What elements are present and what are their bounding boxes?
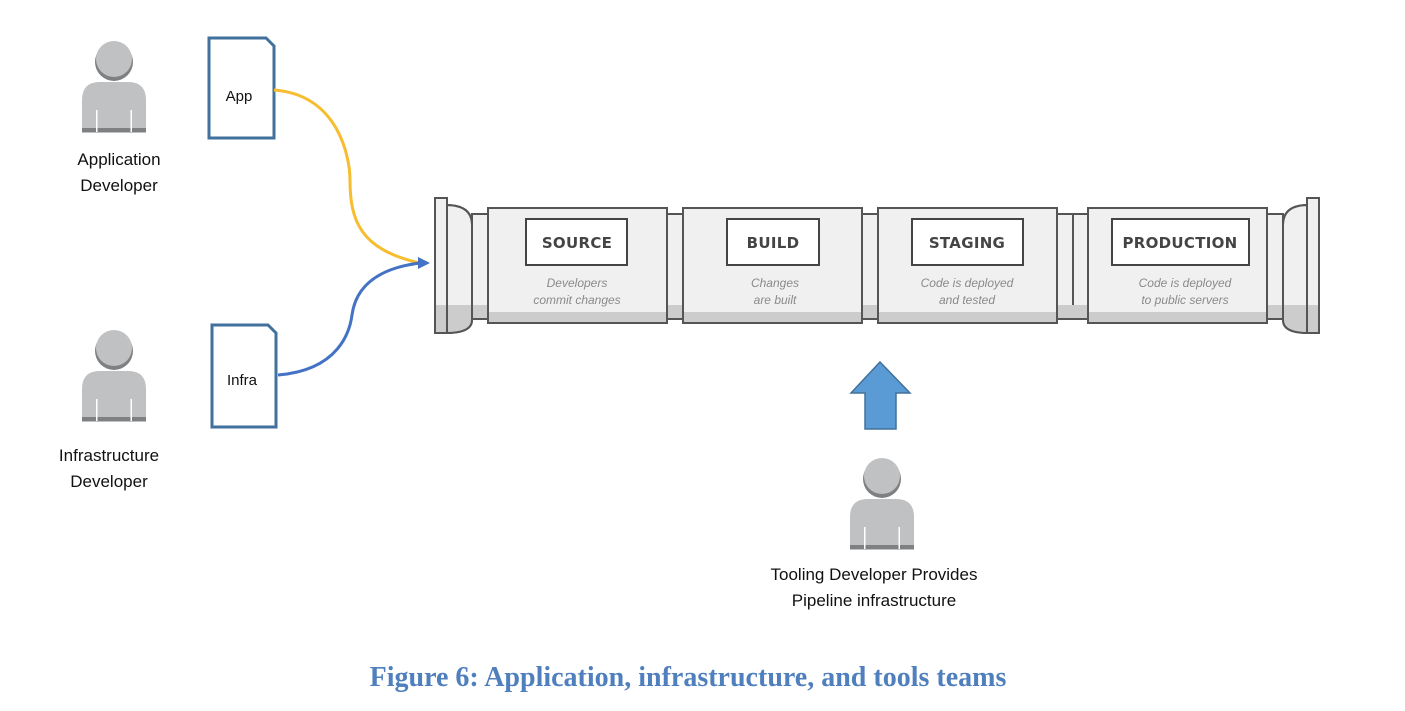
person-icon — [850, 458, 914, 550]
application-developer-label-line1: Application — [77, 150, 160, 169]
infrastructure-developer-label-line2: Developer — [70, 472, 148, 491]
figure-caption: Figure 6: Application, infrastructure, a… — [370, 662, 1007, 693]
stage-staging: STAGING Code is deployed and tested — [877, 207, 1058, 324]
stage-title-box — [525, 218, 628, 266]
pipeline: SOURCE Developers commit changes BUILD C… — [434, 197, 1320, 335]
stage-title-box — [726, 218, 820, 266]
tooling-developer-label-line1: Tooling Developer Provides — [771, 565, 978, 584]
stage-description-line1: Changes — [751, 276, 799, 290]
app-document-label: App — [226, 88, 253, 105]
app-document: App — [207, 36, 276, 140]
application-developer-label-line2: Developer — [80, 176, 158, 195]
stage-description-line1: Developers — [547, 276, 608, 290]
document-icon — [210, 323, 278, 429]
infra-document-label: Infra — [227, 372, 258, 389]
connector-arrowhead-icon — [418, 257, 430, 269]
person-icon — [82, 41, 146, 133]
app-connector — [273, 88, 421, 265]
stage-description-line2: commit changes — [533, 293, 620, 307]
pipeline-left-cap — [434, 197, 473, 335]
stage-title-box — [1111, 218, 1250, 266]
stage-description-line2: are built — [754, 293, 797, 307]
pipeline-right-cap — [1282, 197, 1320, 335]
stage-title-box — [911, 218, 1024, 266]
infrastructure-developer-label-line1: Infrastructure — [59, 446, 159, 465]
infrastructure-developer: Infrastructure Developer — [59, 330, 159, 491]
stage-source: SOURCE Developers commit changes — [487, 207, 668, 324]
stage-title: STAGING — [929, 234, 1005, 252]
tooling-developer: Tooling Developer Provides Pipeline infr… — [771, 458, 978, 610]
stage-title: SOURCE — [542, 234, 612, 252]
stage-title: PRODUCTION — [1122, 234, 1237, 252]
pipe-joints — [471, 213, 1284, 320]
infra-document: Infra — [210, 323, 278, 429]
stage-production: PRODUCTION Code is deployed to public se… — [1087, 207, 1268, 324]
tooling-developer-label-line2: Pipeline infrastructure — [792, 591, 956, 610]
document-icon — [207, 36, 276, 140]
stage-description-line2: and tested — [939, 293, 995, 307]
stage-description-line1: Code is deployed — [921, 276, 1014, 290]
up-arrow-icon — [849, 360, 912, 430]
person-icon — [82, 330, 146, 422]
infra-connector — [277, 261, 421, 377]
application-developer: Application Developer — [77, 41, 161, 195]
stage-description-line1: Code is deployed — [1139, 276, 1232, 290]
stage-description-line2: to public servers — [1141, 293, 1228, 307]
stage-title: BUILD — [747, 234, 800, 252]
stage-build: BUILD Changes are built — [682, 207, 863, 324]
